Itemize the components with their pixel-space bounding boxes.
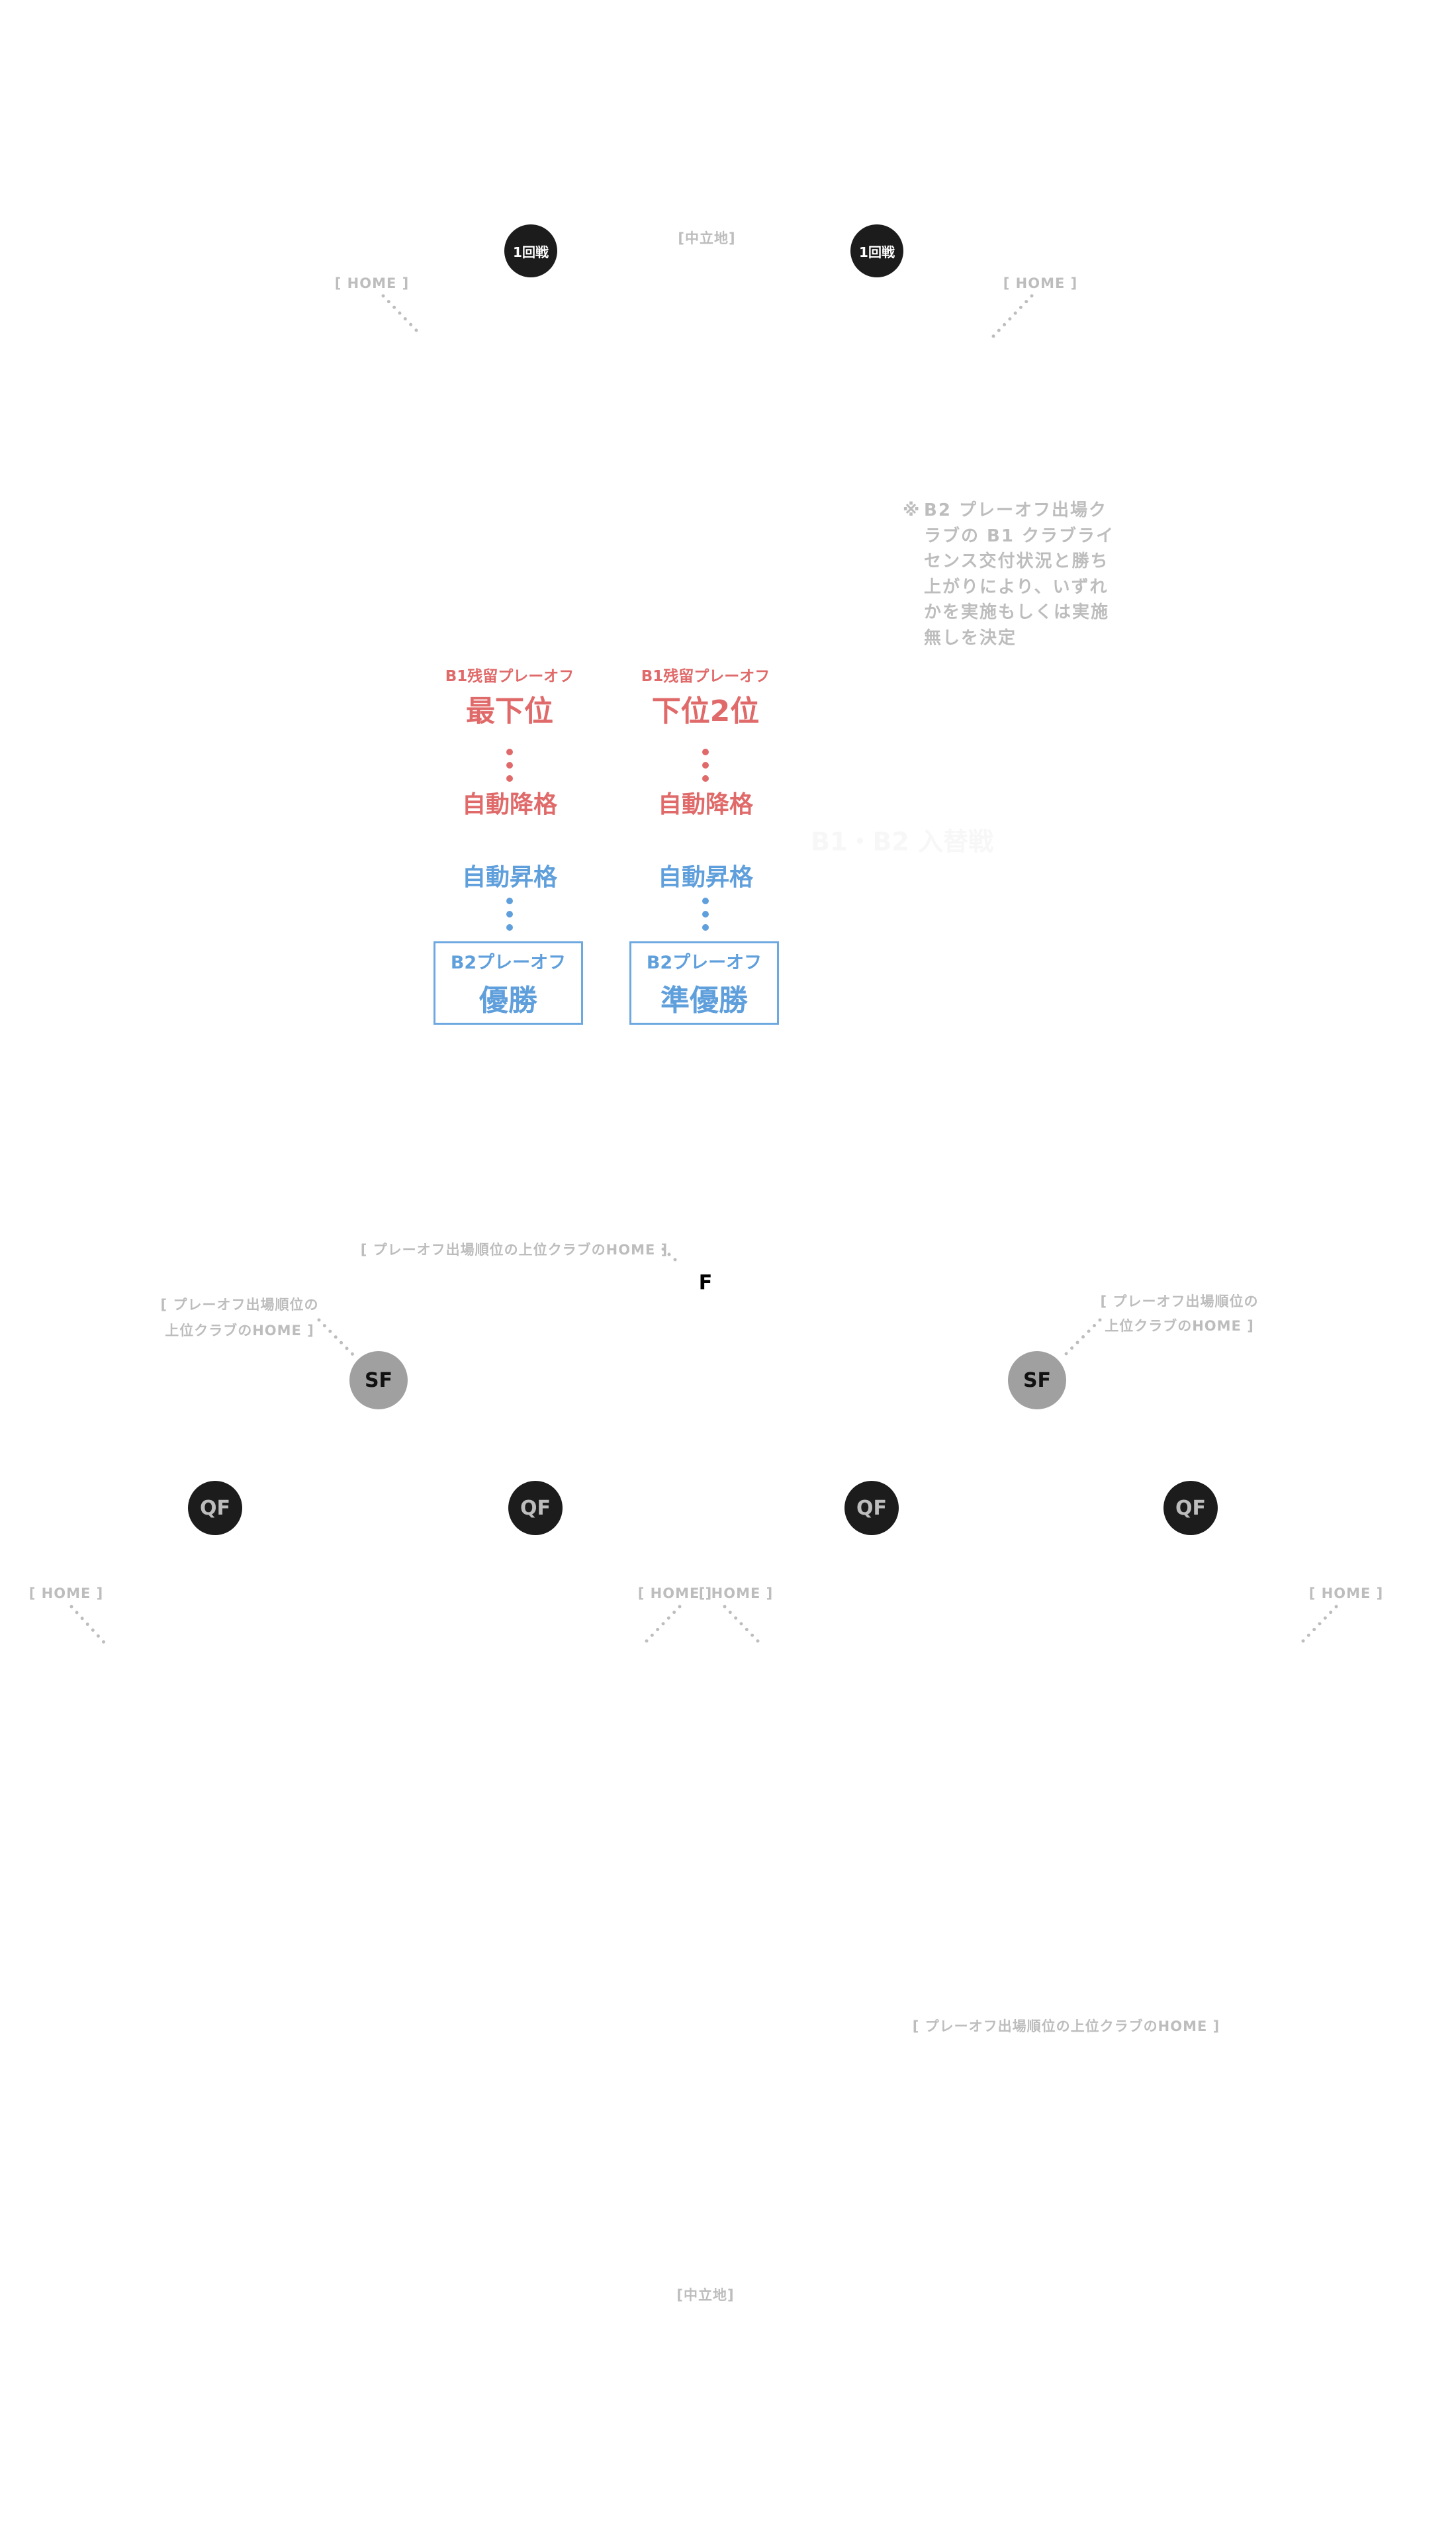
sf-right-home-line2: 上位クラブのHOME ] xyxy=(1105,1318,1254,1334)
qf-label: QF xyxy=(200,1496,230,1520)
blue-dots xyxy=(702,898,709,931)
quarterfinal-badge-4: QF xyxy=(1163,1481,1218,1535)
final-home-label: [ プレーオフ出場順位の上位クラブのHOME ] xyxy=(360,1242,668,1258)
quarterfinal-badge-1: QF xyxy=(188,1481,242,1535)
qf-label: QF xyxy=(1175,1496,1206,1520)
semifinal-right-badge: SF xyxy=(1008,1351,1066,1409)
round1-label: 1回戦 xyxy=(859,244,895,260)
round1-label: 1回戦 xyxy=(513,244,549,260)
exchange-note: ※ B2 プレーオフ出場クラブの B1 クラブライセンス交付状況と勝ち上がりによ… xyxy=(903,498,1121,651)
qf-home-label: [ HOME ] xyxy=(1308,1585,1384,1601)
neutral-venue-label: [中立地] xyxy=(678,230,736,246)
auto-promotion: 自動昇格 xyxy=(461,864,558,891)
auto-relegation: 自動降格 xyxy=(461,791,558,818)
b1-playoff-label: B1残留プレーオフ xyxy=(641,668,770,685)
qf-label: QF xyxy=(520,1496,551,1520)
home-label-right: [ HOME ] xyxy=(1003,275,1078,291)
blue-dots xyxy=(506,898,513,931)
b2-playoff-label: B2プレーオフ xyxy=(450,952,567,973)
round1-left-badge: 1回戦 xyxy=(504,224,557,277)
sf-left-home-line2: 上位クラブのHOME ] xyxy=(165,1323,314,1339)
b1-rank: 最下位 xyxy=(466,694,553,728)
qf-home-label: [ HOME ] xyxy=(28,1585,104,1601)
b2-rank: 優勝 xyxy=(479,983,537,1017)
round1-right-badge: 1回戦 xyxy=(850,224,903,277)
b1-playoff-label: B1残留プレーオフ xyxy=(445,668,574,685)
b1-rank: 下位2位 xyxy=(651,694,760,728)
red-dots xyxy=(702,749,709,782)
b2-playoff-box: B2プレーオフ 優勝 xyxy=(433,941,583,1025)
final-label: F xyxy=(698,1271,713,1295)
sf-right-home-line1: [ プレーオフ出場順位の xyxy=(1100,1294,1259,1309)
auto-relegation: 自動降格 xyxy=(657,791,754,818)
b2-playoff-label: B2プレーオフ xyxy=(646,952,762,973)
auto-promotion: 自動昇格 xyxy=(657,864,754,891)
third-place-home-label: [ プレーオフ出場順位の上位クラブのHOME ] xyxy=(912,2018,1220,2034)
b2-rank: 準優勝 xyxy=(660,983,748,1017)
home-label-left: [ HOME ] xyxy=(334,275,410,291)
sf-label: SF xyxy=(1023,1368,1052,1392)
semifinal-left-badge: SF xyxy=(349,1351,408,1409)
quarterfinal-badge-2: QF xyxy=(508,1481,563,1535)
quarterfinal-badge-3: QF xyxy=(844,1481,899,1535)
red-dots xyxy=(506,749,513,782)
sf-left-home-line1: [ プレーオフ出場順位の xyxy=(160,1297,319,1313)
note-mark: ※ xyxy=(903,500,921,520)
qf-home-label: [ HOME ] xyxy=(637,1585,713,1601)
exchange-faint-title: B1・B2 入替戦 xyxy=(810,827,994,857)
sf-label: SF xyxy=(364,1368,393,1392)
note-text: B2 プレーオフ出場クラブの B1 クラブライセンス交付状況と勝ち上がりにより、… xyxy=(924,500,1115,648)
qf-home-label: [ HOME ] xyxy=(698,1585,774,1601)
final-neutral-label: [中立地] xyxy=(676,2287,735,2303)
b2-playoff-box: B2プレーオフ 準優勝 xyxy=(629,941,779,1025)
qf-label: QF xyxy=(856,1496,887,1520)
